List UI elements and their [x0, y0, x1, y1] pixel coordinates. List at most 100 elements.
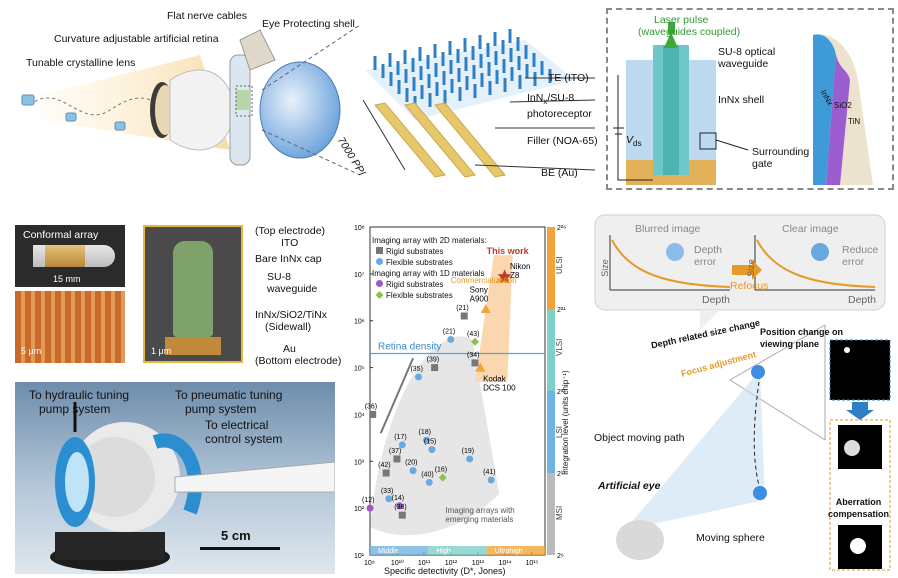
photoreceptor-label-3: photoreceptor [527, 108, 592, 121]
chart-x-label: Specific detectivity (D*, Jones) [384, 566, 506, 576]
data-point-label: (40) [421, 471, 433, 478]
scale-1um-label: 1 μm [151, 346, 172, 356]
panel-b: Conformal array 15 mm 5 μm 1 μm (Top ele… [15, 225, 341, 367]
size-label-1: Size [599, 259, 610, 277]
legend-flex-2d: Flexible substrates [386, 258, 453, 267]
panel-a-array: 7000 PPI TE (ITO) InNx/SU-8 photorecepto… [335, 10, 600, 200]
sidewall-2: (Sidewall) [265, 321, 312, 333]
commercial-point [480, 304, 491, 313]
right-tick-label: 2²⁶ [557, 225, 566, 232]
data-point-label: (35) [410, 366, 422, 373]
detectivity-band [486, 546, 545, 555]
pneumatic-label: To pneumatic tuning pump system [175, 388, 282, 416]
depth-label-1: Depth [702, 294, 731, 306]
electrical-1: To electrical [205, 418, 269, 432]
legend-marker-rigid-1d [376, 280, 383, 287]
sony-label-2: A900 [470, 295, 489, 304]
legend-rigid-2d: Rigid substrates [386, 247, 444, 256]
data-point-label: (12) [362, 497, 374, 504]
electrical-2: control system [205, 432, 283, 446]
x-tick-label: 10¹² [445, 560, 458, 567]
laser-pulse-label: Laser pulse [654, 14, 709, 26]
photoreceptor-pillars [373, 29, 552, 110]
inn-shell-label: InNx shell [718, 94, 765, 106]
data-point-label: (43) [467, 331, 479, 338]
layer-tin-label: TiN [848, 117, 861, 126]
layer-sio-label: SiO2 [834, 101, 852, 110]
detectivity-band-label: Middle [378, 548, 399, 555]
data-point [471, 359, 479, 367]
au-2: (Bottom electrode) [255, 355, 342, 367]
be-label: BE (Au) [541, 167, 578, 179]
data-point-label: (38) [394, 504, 406, 511]
conformal-array-photo: Conformal array 15 mm [15, 225, 125, 287]
y-tick-label: 10³ [354, 459, 365, 466]
y-tick-label: 10¹ [354, 553, 365, 560]
photoreceptor-label-2: /SU-8 [547, 92, 575, 104]
electrical-label: To electrical control system [205, 418, 282, 446]
position-change-2: viewing plane [760, 339, 820, 349]
scale-5cm-label: 5 cm [221, 528, 251, 543]
su8-waveguide-label: SU-8 waveguide [267, 271, 317, 295]
array-micrograph: 5 μm [15, 291, 125, 363]
te-label: TE (ITO) [548, 72, 589, 84]
data-point-label: (14) [392, 495, 404, 502]
device-photo-illustration [50, 402, 335, 571]
data-point [431, 364, 439, 372]
conformal-array-label: Conformal array [23, 229, 99, 241]
tracking-illustration [594, 214, 891, 571]
legend-marker-rigid-2d [376, 247, 383, 254]
scale-5um-label: 5 μm [21, 346, 42, 356]
depth-label-2: Depth [848, 294, 877, 306]
panel-d: Blurred image Clear image Size Size Dept… [590, 210, 898, 578]
detectivity-band-label: Ultrahigh [495, 548, 523, 555]
x-tick-label: 10¹⁴ [499, 560, 512, 567]
su8-waveguide-2: waveguide [267, 283, 318, 295]
object-path-label: Object moving path [594, 432, 685, 444]
panel-c-photo: To hydraulic tuning pump system To pneum… [15, 382, 335, 574]
legend-header-2d: Imaging array with 2D materials: [372, 236, 487, 245]
flying-objects [21, 94, 126, 131]
right-tick-label: 2¹¹ [557, 471, 566, 478]
data-point-label: (36) [365, 403, 377, 410]
legend-marker-flex-2d [376, 258, 383, 265]
trend-arrow [379, 357, 414, 434]
photoreceptor-label-1: InN [527, 92, 544, 104]
data-point [487, 476, 495, 484]
data-point-label: (33) [381, 488, 393, 495]
bare-cap-label: Bare InNx cap [255, 253, 322, 265]
this-work-star [497, 269, 512, 284]
hydraulic-label: To hydraulic tuning pump system [29, 388, 129, 416]
aberration-label: Aberration compensation [828, 496, 889, 520]
right-tick-label: 2⁶ [557, 553, 564, 560]
reduce-error-label: Reduce error [842, 244, 878, 268]
depth-error-1: Depth [694, 244, 723, 256]
data-point [460, 312, 468, 320]
data-point-label: (41) [483, 469, 495, 476]
right-tick-label: 2²¹ [557, 307, 566, 314]
data-point [369, 410, 377, 418]
size-label-2: Size [745, 259, 756, 277]
aberration-2: compensation [828, 509, 890, 519]
su8-waveguide-1: SU-8 [267, 271, 291, 283]
commercialization-label: Commercialization [451, 276, 517, 285]
data-point [385, 495, 393, 503]
y-tick-label: 10⁷ [354, 272, 365, 279]
y-tick-label: 10⁴ [354, 412, 365, 419]
emerging-region [370, 336, 500, 536]
vds-sub: ds [633, 139, 642, 149]
sidewall-label: InNx/SiO2/TiNx (Sidewall) [255, 309, 327, 333]
data-point [428, 446, 436, 454]
scale-bar [200, 547, 280, 550]
reduce-error-1: Reduce [842, 244, 879, 256]
pneumatic-1: To pneumatic tuning [175, 388, 283, 402]
data-point [398, 441, 406, 449]
panel-a-inset: Laser pulse (waveguides coupled) SU-8 op… [606, 8, 894, 190]
panel-a-assembly: Tunable crystalline lens Curvature adjus… [0, 0, 600, 200]
data-point-label: (37) [389, 448, 401, 455]
this-work-label: This work [487, 246, 530, 256]
scale-band [547, 473, 555, 555]
data-point-label: (18) [419, 429, 431, 436]
data-point [398, 511, 406, 519]
data-point [366, 504, 374, 512]
